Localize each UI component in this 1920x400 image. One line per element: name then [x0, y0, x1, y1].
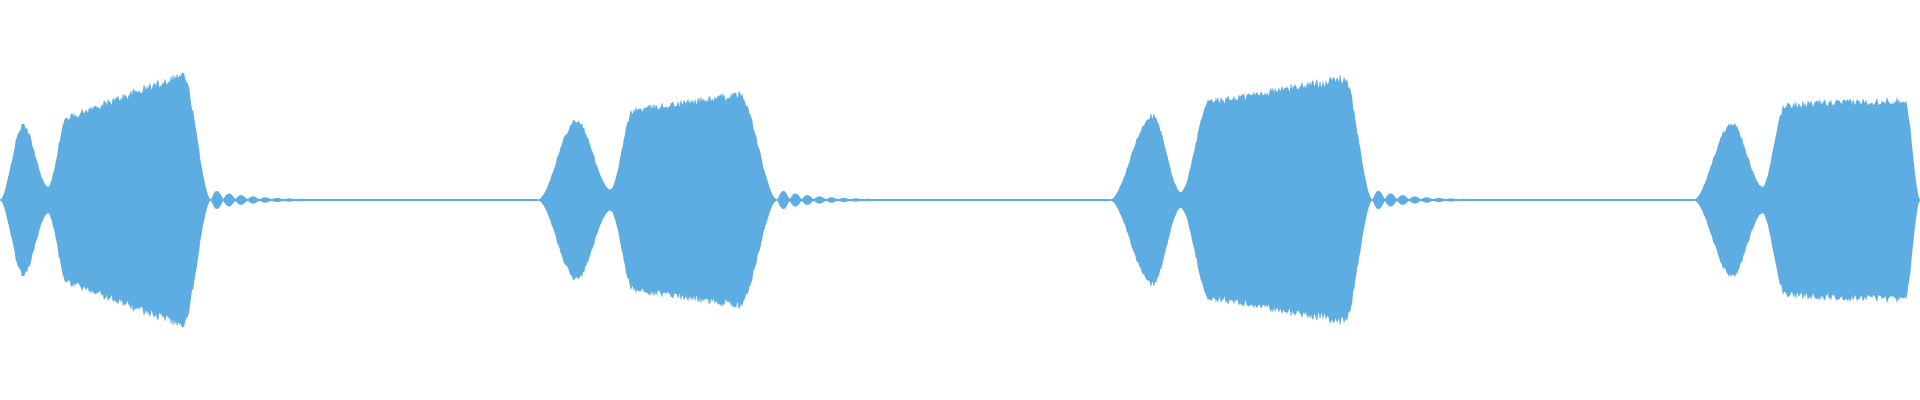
waveform-signal: [0, 72, 1920, 328]
